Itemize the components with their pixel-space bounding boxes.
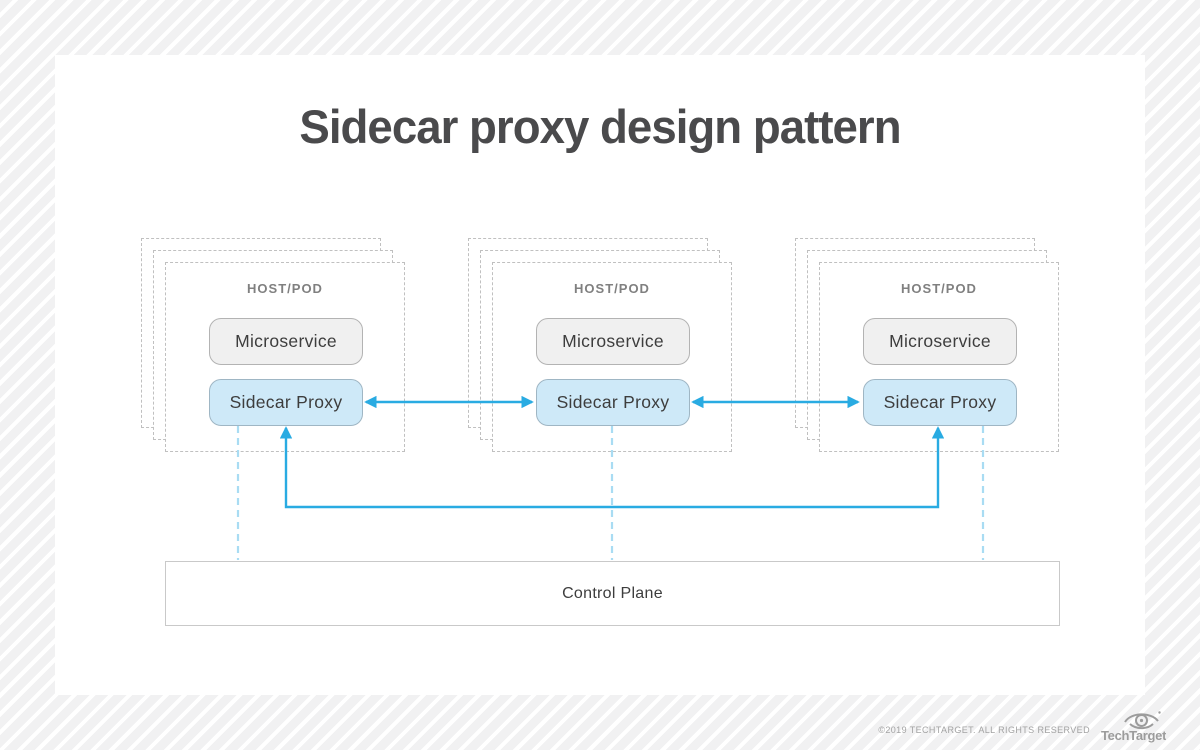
control-plane-label: Control Plane <box>562 584 663 602</box>
eye-icon <box>1124 711 1161 730</box>
sidecar-proxy-box: Sidecar Proxy <box>863 379 1017 426</box>
host-pod-label: HOST/POD <box>574 281 650 296</box>
sidecar-proxy-label: Sidecar Proxy <box>556 392 670 412</box>
microservice-box: Microservice <box>863 318 1017 365</box>
sidecar-proxy-label: Sidecar Proxy <box>883 392 997 412</box>
diagram-title: Sidecar proxy design pattern <box>299 100 901 153</box>
host-pod-box: HOST/POD Microservice Sidecar Proxy <box>819 262 1059 452</box>
microservice-box: Microservice <box>209 318 363 365</box>
host-pod-group-left: HOST/POD Microservice Sidecar Proxy <box>141 238 406 453</box>
microservice-box: Microservice <box>536 318 690 365</box>
sidecar-proxy-box: Sidecar Proxy <box>209 379 363 426</box>
host-pod-box: HOST/POD Microservice Sidecar Proxy <box>492 262 732 452</box>
microservice-label: Microservice <box>235 331 337 351</box>
copyright-text: ©2019 TECHTARGET. ALL RIGHTS RESERVED <box>878 725 1090 735</box>
brand-name: TechTarget <box>1101 728 1166 743</box>
microservice-label: Microservice <box>562 331 664 351</box>
sidecar-proxy-label: Sidecar Proxy <box>229 392 343 412</box>
host-pod-box: HOST/POD Microservice Sidecar Proxy <box>165 262 405 452</box>
host-pod-group-right: HOST/POD Microservice Sidecar Proxy <box>795 238 1060 453</box>
microservice-label: Microservice <box>889 331 991 351</box>
control-plane-box: Control Plane <box>165 561 1060 626</box>
techtarget-logo: TechTarget <box>1101 711 1166 743</box>
host-pod-label: HOST/POD <box>901 281 977 296</box>
sidecar-proxy-box: Sidecar Proxy <box>536 379 690 426</box>
host-pod-group-middle: HOST/POD Microservice Sidecar Proxy <box>468 238 733 453</box>
host-pod-label: HOST/POD <box>247 281 323 296</box>
